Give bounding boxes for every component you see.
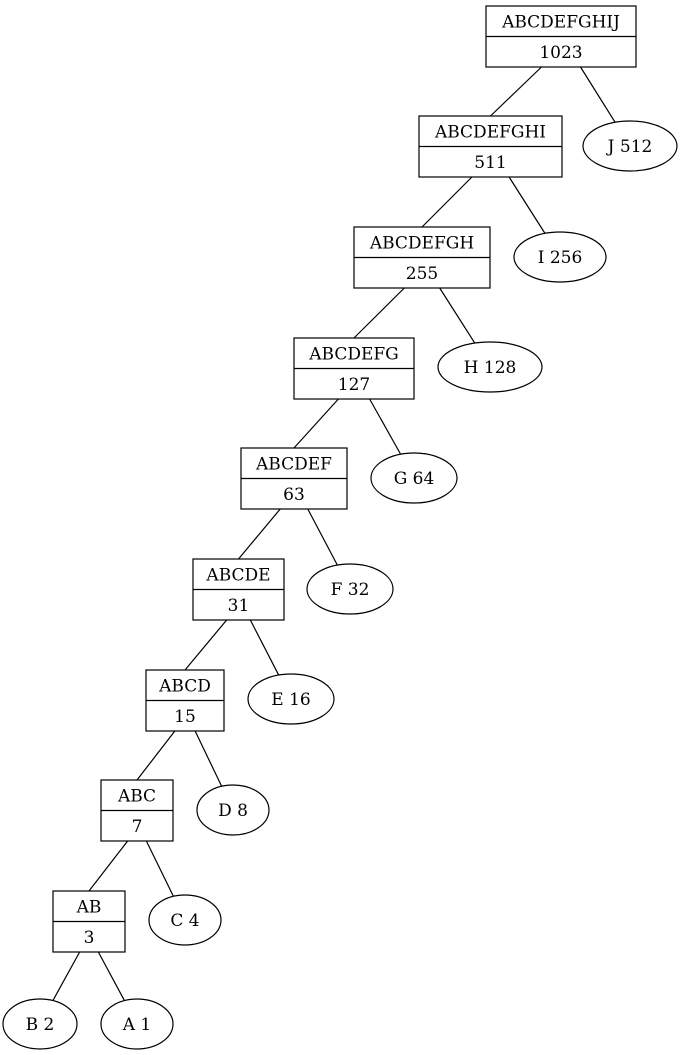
leaf-label: D 8 xyxy=(218,801,248,821)
edge-n7-C xyxy=(145,840,174,897)
leaf-node-E: E 16 xyxy=(247,673,335,725)
node-label: ABCDEF xyxy=(255,454,332,474)
leaf-label: H 128 xyxy=(464,358,517,378)
leaf-node-H: H 128 xyxy=(437,341,543,393)
edge-n511-I xyxy=(508,176,546,234)
edge-n255-H xyxy=(439,287,476,344)
node-value: 511 xyxy=(474,153,506,173)
leaf-node-C: C 4 xyxy=(148,894,222,946)
leaf-label: J 512 xyxy=(606,137,653,157)
node-value: 3 xyxy=(84,928,95,948)
node-label: ABCDEFGHIJ xyxy=(501,12,620,32)
leaf-ellipse xyxy=(100,998,174,1050)
internal-node-n511: ABCDEFGHI 511 xyxy=(418,115,563,178)
edge-n1023-n511 xyxy=(490,66,542,117)
leaf-ellipse xyxy=(148,894,222,946)
nodes-layer: ABCDEFGHIJ1023ABCDEFGHI511ABCDEFGH255ABC… xyxy=(2,5,678,1050)
edge-n15-D xyxy=(194,730,223,787)
leaf-label: I 256 xyxy=(538,248,583,268)
node-value: 15 xyxy=(174,707,196,727)
edge-n511-n255 xyxy=(421,176,473,228)
leaf-ellipse xyxy=(196,784,270,836)
leaf-ellipse xyxy=(437,341,543,393)
edge-n3-B xyxy=(52,951,81,1001)
node-value: 255 xyxy=(406,264,438,284)
internal-node-n255: ABCDEFGH 255 xyxy=(353,226,491,289)
leaf-ellipse xyxy=(513,231,607,283)
leaf-ellipse xyxy=(370,452,458,504)
leaf-node-J: J 512 xyxy=(582,120,678,172)
node-label: AB xyxy=(76,897,102,917)
edge-n127-G xyxy=(369,398,402,455)
edge-n127-n63 xyxy=(293,398,339,449)
edge-n7-n3 xyxy=(88,840,129,892)
node-value: 31 xyxy=(228,596,250,616)
leaf-node-F: F 32 xyxy=(306,563,394,615)
edge-n31-n15 xyxy=(184,619,228,671)
internal-node-n31: ABCDE 31 xyxy=(192,558,285,621)
leaf-label: G 64 xyxy=(394,469,435,489)
node-label: ABC xyxy=(117,786,156,806)
internal-node-n1023: ABCDEFGHIJ 1023 xyxy=(485,5,637,68)
internal-node-n3: AB 3 xyxy=(52,890,126,953)
edge-n255-n127 xyxy=(353,287,405,339)
leaf-node-A: A 1 xyxy=(100,998,174,1050)
edges-layer xyxy=(52,66,616,1001)
node-label: ABCDE xyxy=(205,565,270,585)
leaf-ellipse xyxy=(306,563,394,615)
internal-node-n7: ABC 7 xyxy=(100,779,174,842)
node-label: ABCDEFGHI xyxy=(434,122,546,142)
internal-node-n63: ABCDEF 63 xyxy=(240,447,348,510)
leaf-label: F 32 xyxy=(331,580,370,600)
edge-n1023-J xyxy=(579,66,616,123)
internal-node-n127: ABCDEFG 127 xyxy=(293,337,415,400)
internal-node-n15: ABCD 15 xyxy=(145,669,225,732)
leaf-ellipse xyxy=(247,673,335,725)
edge-n63-F xyxy=(307,508,338,566)
node-label: ABCDEFG xyxy=(308,344,399,364)
node-value: 1023 xyxy=(539,43,582,63)
leaf-node-B: B 2 xyxy=(2,998,78,1050)
leaf-node-D: D 8 xyxy=(196,784,270,836)
edge-n63-n31 xyxy=(238,508,281,560)
edge-n3-A xyxy=(97,951,125,1001)
leaf-node-G: G 64 xyxy=(370,452,458,504)
leaf-label: A 1 xyxy=(122,1015,152,1035)
node-value: 7 xyxy=(132,817,143,837)
leaf-node-I: I 256 xyxy=(513,231,607,283)
leaf-ellipse xyxy=(582,120,678,172)
leaf-ellipse xyxy=(2,998,78,1050)
node-label: ABCDEFGH xyxy=(369,233,474,253)
node-value: 127 xyxy=(338,375,370,395)
node-label: ABCD xyxy=(158,676,211,696)
leaf-label: C 4 xyxy=(170,911,199,931)
edge-n15-n7 xyxy=(136,730,176,781)
leaf-label: B 2 xyxy=(26,1015,55,1035)
leaf-label: E 16 xyxy=(271,690,310,710)
node-value: 63 xyxy=(283,485,305,505)
edge-n31-E xyxy=(249,619,280,676)
